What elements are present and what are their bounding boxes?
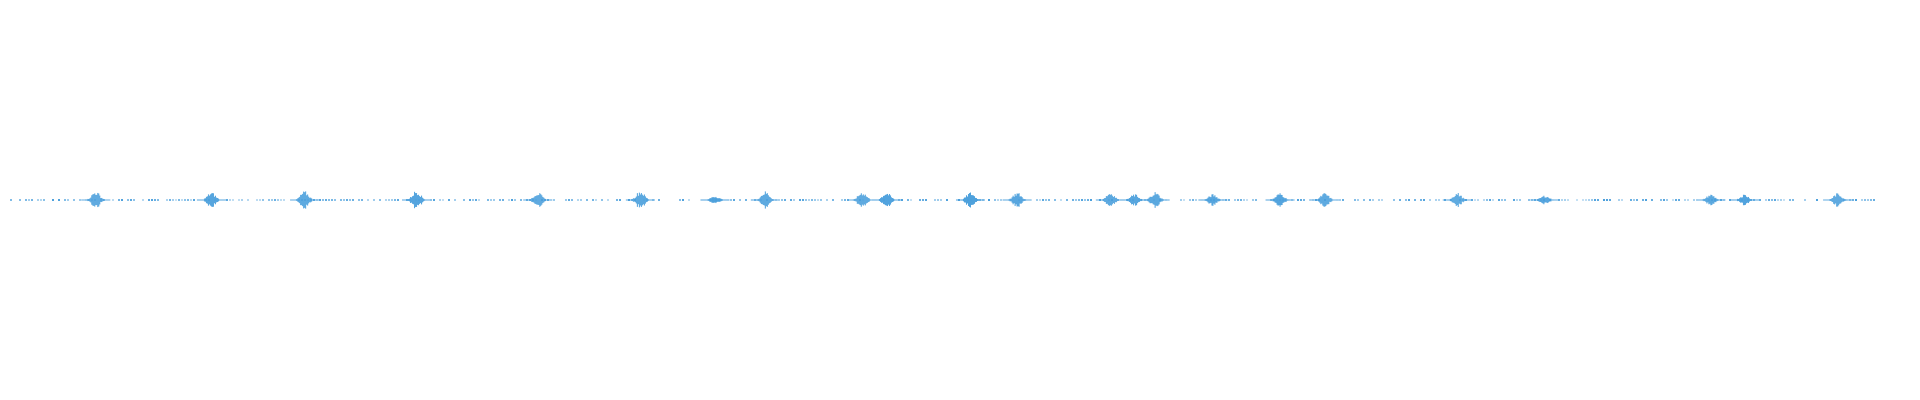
waveform-burst (290, 191, 320, 209)
waveform-burst (1530, 195, 1560, 205)
waveform-burst (1310, 193, 1340, 207)
waveform-burst (1696, 194, 1726, 206)
waveform-burst (402, 191, 432, 209)
waveform-burst (81, 192, 111, 208)
waveform-burst (1198, 194, 1228, 206)
waveform-burst (872, 193, 902, 207)
waveform-burst (847, 193, 877, 207)
waveform-burst (625, 192, 655, 208)
waveform-burst (1002, 193, 1032, 207)
waveform-burst (1823, 193, 1853, 207)
waveform-burst (1729, 194, 1759, 206)
waveform-burst (523, 193, 553, 207)
waveform-burst (1265, 193, 1295, 207)
waveform-burst (750, 191, 780, 209)
waveform-burst (1095, 194, 1125, 206)
waveform-burst (955, 192, 985, 208)
waveform-burst (1140, 192, 1170, 208)
waveform-burst (1442, 193, 1472, 207)
waveform-burst (196, 193, 226, 207)
waveform-burst (700, 196, 730, 204)
